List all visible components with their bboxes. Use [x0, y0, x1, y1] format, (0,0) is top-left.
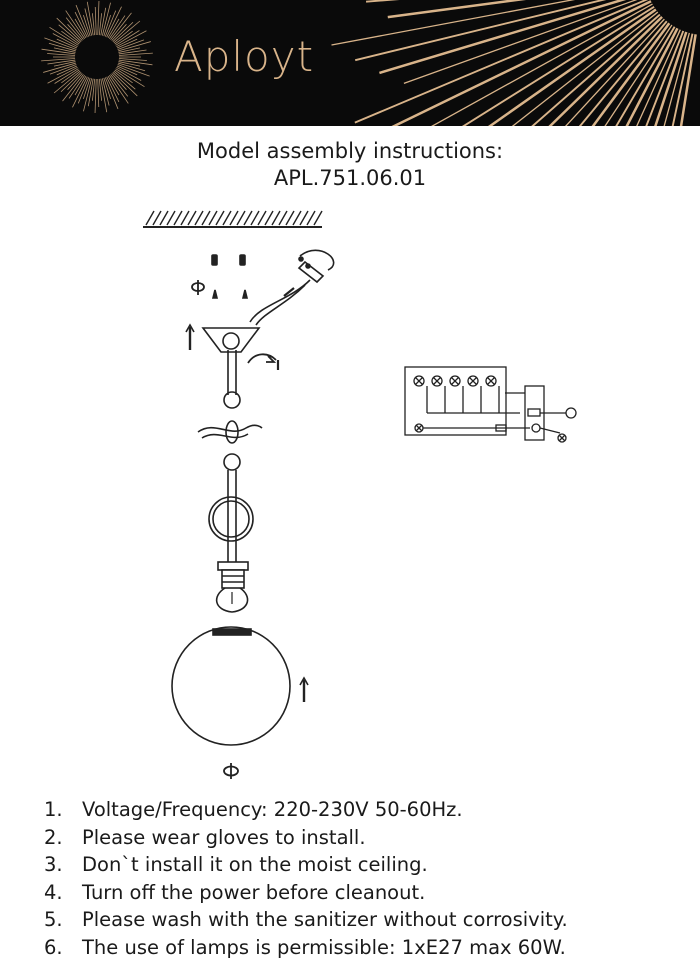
list-item: 4.Turn off the power before cleanout. [44, 880, 426, 904]
page-title: Model assembly instructions: [196, 139, 504, 163]
assembly-diagram [143, 210, 577, 779]
ceiling-canopy-icon [201, 327, 280, 370]
list-item: 2.Please wear gloves to install. [44, 825, 366, 849]
instruction-list: 1.Voltage/Frequency: 220-230V 50-60Hz. 2… [44, 796, 568, 962]
list-item: 1.Voltage/Frequency: 220-230V 50-60Hz. [44, 798, 463, 821]
model-number: APL.751.06.01 [273, 166, 427, 190]
rotate-icon [191, 280, 205, 295]
chain-icon [197, 350, 263, 562]
screw-icon [211, 254, 249, 299]
header-banner: Aployt [0, 0, 700, 126]
brand-logo: Aployt [174, 32, 315, 81]
wiring-diagram-icon [404, 366, 577, 443]
list-item: 6.The use of lamps is permissible: 1xE27… [44, 935, 566, 959]
wire-connector-icon [249, 249, 335, 326]
list-item: 5.Please wash with the sanitizer without… [44, 908, 568, 932]
up-arrow-icon [185, 323, 309, 702]
globe-shade-icon [171, 626, 291, 746]
ceiling-hatch-icon [143, 210, 323, 228]
rotate-icon [223, 763, 239, 779]
bulb-icon [215, 561, 249, 613]
sunburst-icon [41, 0, 697, 126]
list-item: 3.Don`t install it on the moist ceiling. [44, 853, 428, 877]
